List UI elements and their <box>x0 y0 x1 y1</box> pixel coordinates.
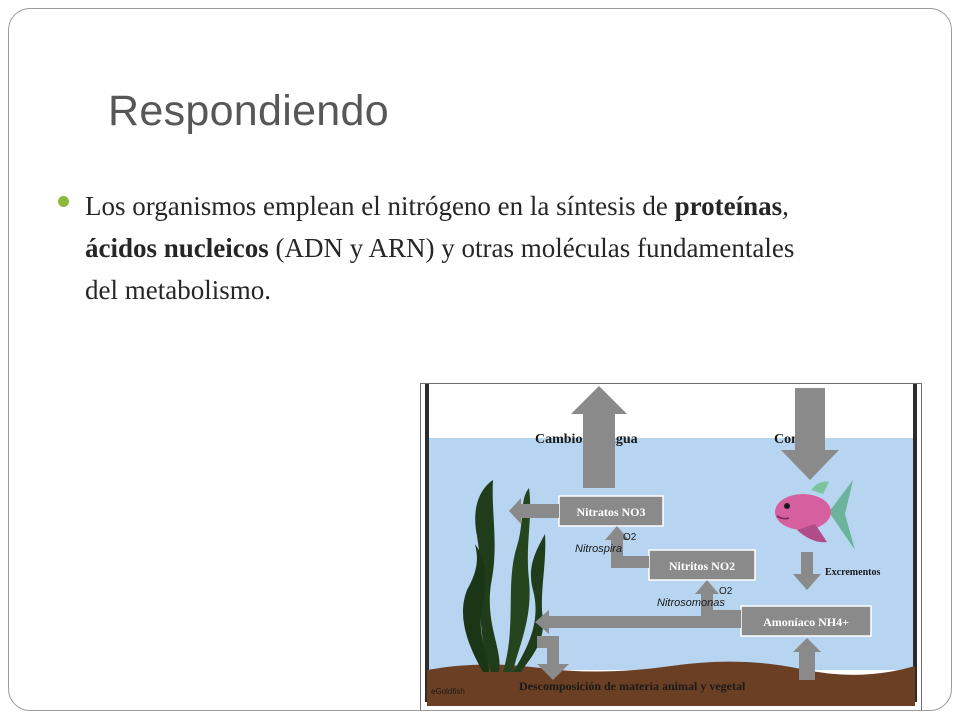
arrow-water-changes-up <box>571 386 627 488</box>
box-ammonia-label: Amoníaco NH4+ <box>763 615 849 629</box>
arrow-food-down <box>781 388 839 480</box>
box-nitrates <box>558 495 664 527</box>
slide: Respondiendo Los organismos emplean el n… <box>8 8 952 711</box>
box-nitrates-label: Nitratos NO3 <box>577 505 646 519</box>
arrow-excrement-down <box>793 552 821 590</box>
arrow-nitrates-to-plants <box>509 498 559 524</box>
arrow-decomposition-up <box>793 638 821 680</box>
label-o2-second: O2 <box>719 586 733 597</box>
watermark-egoldfish: eGoldfish <box>431 687 465 696</box>
arrow-ammonia-to-nitrites <box>695 580 741 622</box>
box-nitrites-label: Nitritos NO2 <box>669 559 735 573</box>
label-nitrospira: Nitrospira <box>575 543 622 555</box>
arrow-plants-to-decomposition <box>537 636 569 680</box>
bullet-bold-nucleic-acids: ácidos nucleicos <box>85 233 269 263</box>
arrow-nitrites-to-nitrates <box>605 526 649 568</box>
arrow-ammonia-to-plants <box>535 610 741 634</box>
bullet-text-part: (ADN y ARN) y otras moléculas fundamenta… <box>85 233 795 305</box>
label-o2-first: O2 <box>623 532 637 543</box>
goldfish <box>775 480 855 550</box>
bullet-text-part: Los organismos emplean el nitrógeno en l… <box>85 191 675 221</box>
bullet-text: Los organismos emplean el nitrógeno en l… <box>85 185 805 311</box>
bullet-point-marker <box>58 196 69 207</box>
nitrogen-cycle-diagram: Cambios de agua Comida Nitratos NO3 Nitr… <box>420 383 922 710</box>
label-excrement: Excrementos <box>825 567 880 578</box>
nitrogen-cycle-svg: Cambios de agua Comida Nitratos NO3 Nitr… <box>425 384 917 706</box>
bullet-text-part: , <box>782 191 789 221</box>
bullet-bold-proteins: proteínas <box>674 191 783 221</box>
box-nitrites <box>648 549 756 581</box>
label-decomposition: Descomposición de materia animal y veget… <box>519 679 746 693</box>
label-nitrosomonas: Nitrosomonas <box>657 597 725 609</box>
box-ammonia <box>740 605 872 637</box>
slide-title: Respondiendo <box>108 87 389 135</box>
